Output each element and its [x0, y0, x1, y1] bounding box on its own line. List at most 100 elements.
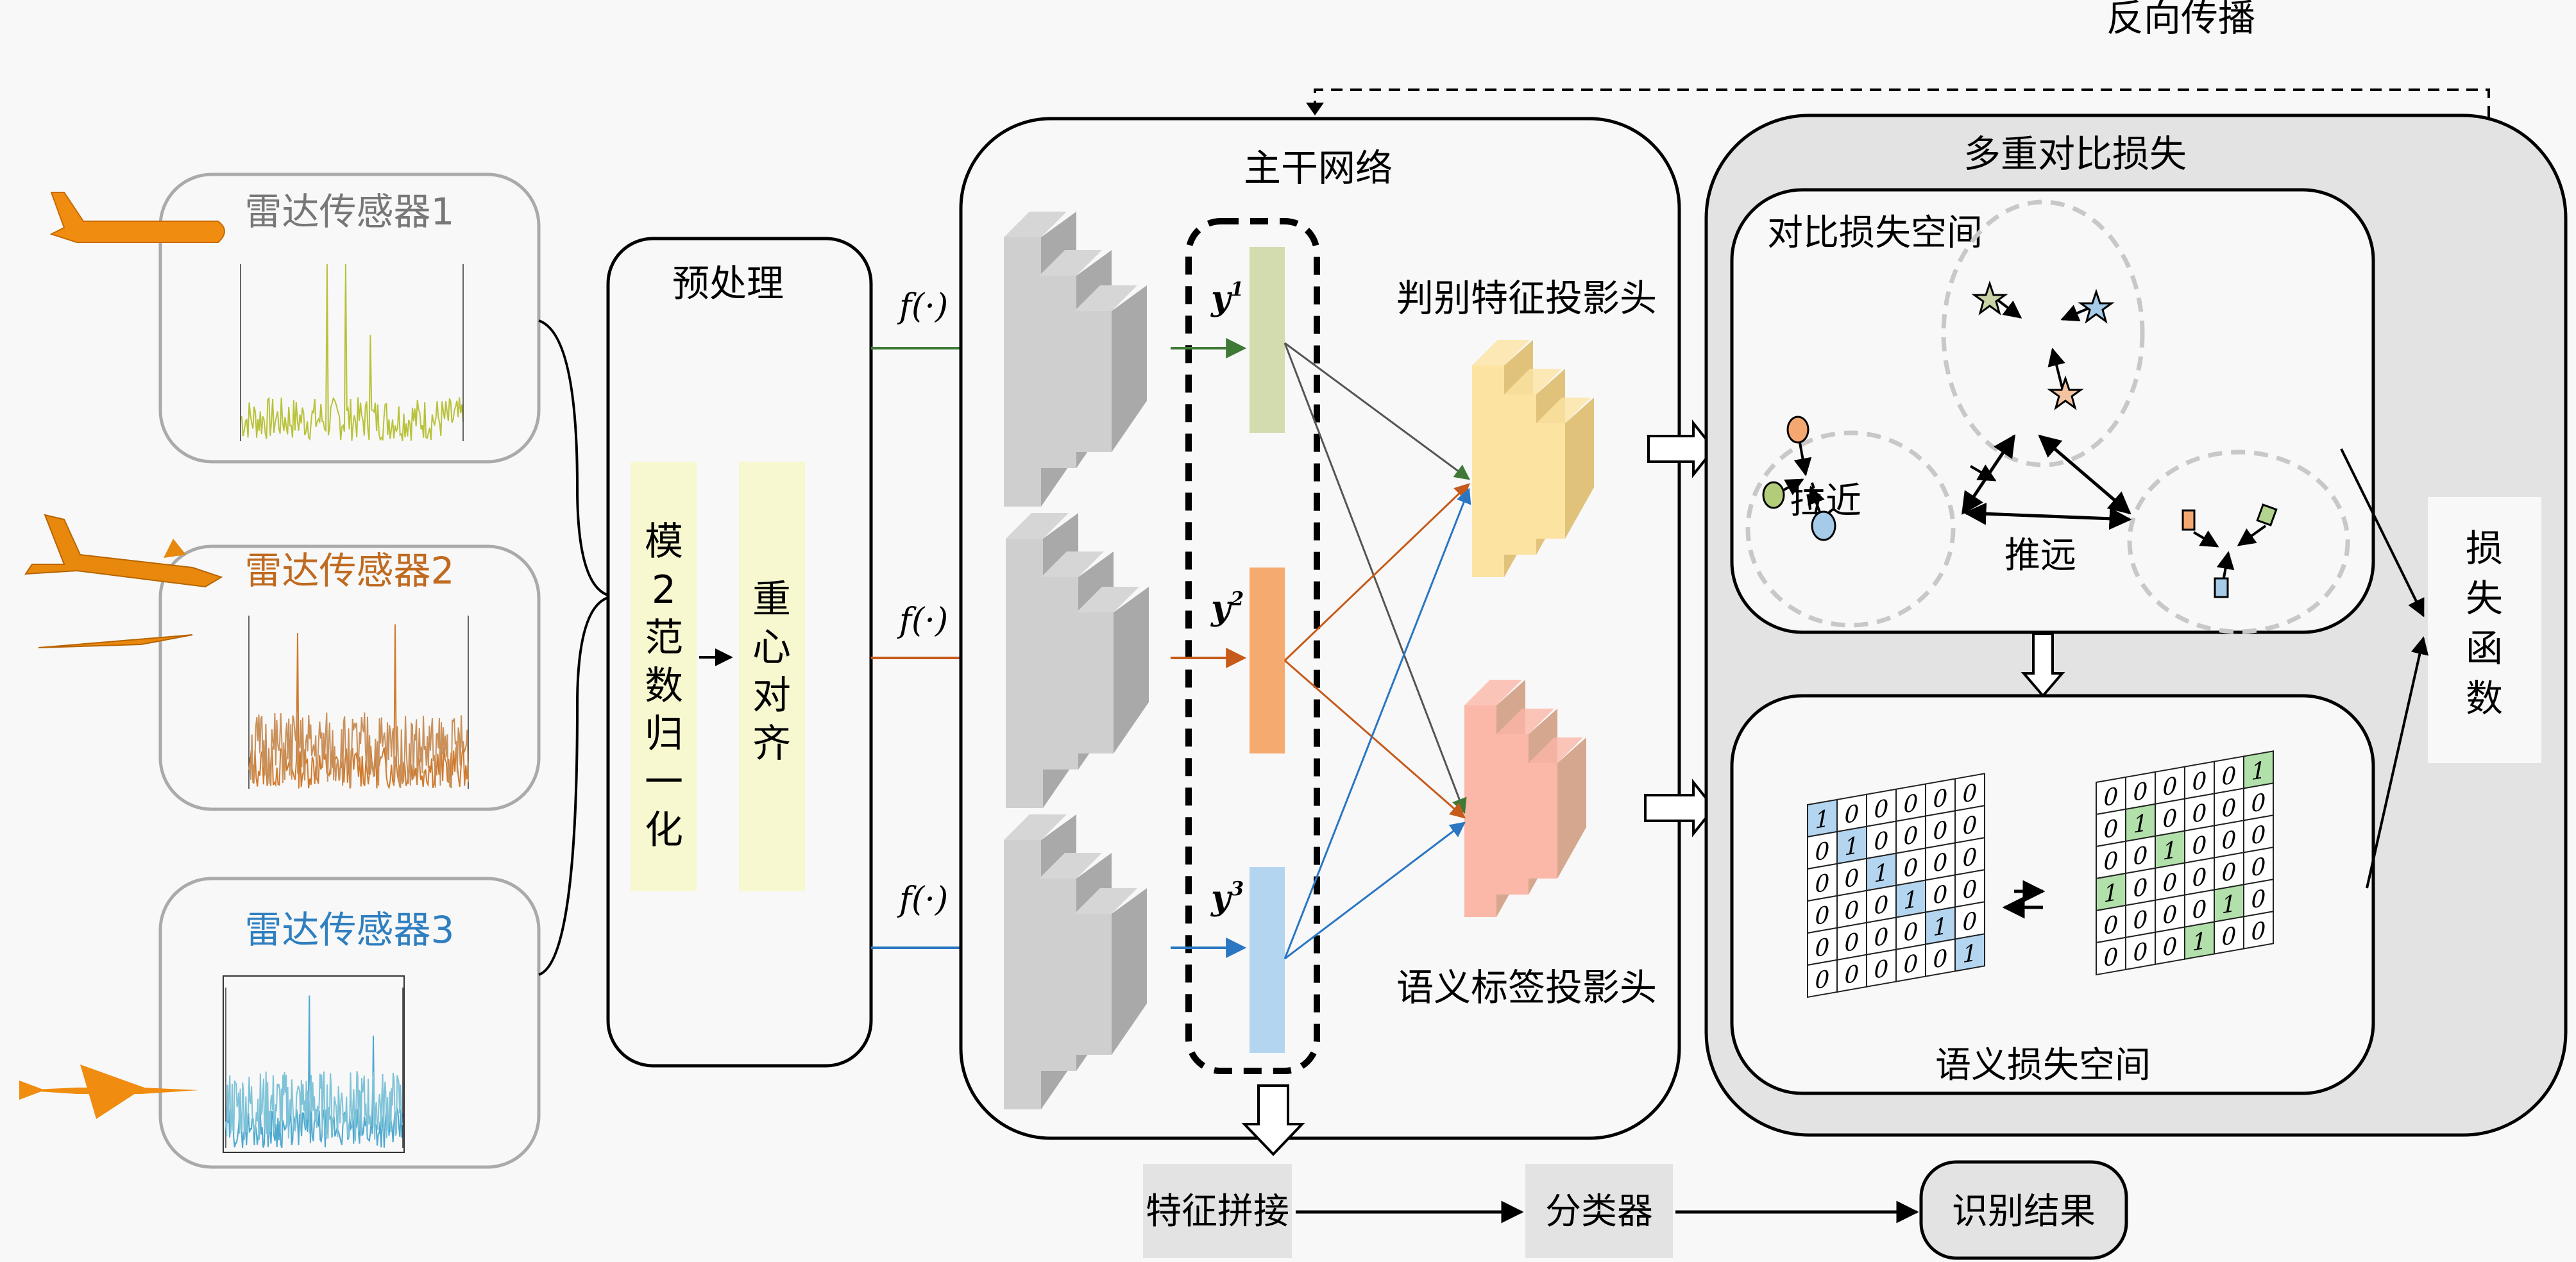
- matrix-value: 0: [1874, 890, 1889, 920]
- semantic-space-title: 语义损失空间: [1935, 1045, 2151, 1086]
- sensor-2-signal: [248, 616, 469, 790]
- matrix-value: 0: [2133, 841, 2148, 871]
- matrix-value: 0: [1874, 794, 1889, 824]
- matrix-value: 0: [1963, 875, 1978, 905]
- airplane-1-icon: [49, 192, 225, 243]
- connection-line: [1284, 342, 1467, 814]
- center-step-box: [739, 462, 805, 891]
- circle-blue-icon: [1811, 510, 1836, 541]
- matrix-value: 0: [1845, 799, 1860, 829]
- matrix-value: 0: [1904, 853, 1919, 883]
- semantic-head-label: 语义标签投影头: [1396, 966, 1657, 1009]
- classifier-box: [1525, 1164, 1673, 1258]
- matrix-value: 0: [2163, 932, 2178, 962]
- func-label-1: f(·): [897, 287, 948, 326]
- func-arrows: f(·) f(·) f(·): [871, 287, 1003, 958]
- square-blue-icon: [2214, 577, 2229, 598]
- connection-line: [1284, 487, 1471, 959]
- matrix-value: 0: [2104, 910, 2119, 940]
- matrix-value: 1: [1933, 912, 1948, 942]
- sensor-3-trace-dense: [225, 1071, 403, 1141]
- func-label-3: f(·): [897, 880, 948, 919]
- backprop-path: 反向传播: [1306, 0, 2490, 497]
- sensor-3: 雷达传感器3: [19, 877, 541, 1169]
- classifier-label: 分类器: [1545, 1191, 1653, 1233]
- sensor-2-label: 雷达传感器2: [245, 549, 455, 593]
- preprocess-title: 预处理: [672, 262, 784, 305]
- concat-label: 特征拼接: [1146, 1191, 1289, 1233]
- matrix-value: 0: [1874, 954, 1889, 984]
- matrix-value: 1: [2192, 927, 2207, 957]
- matrix-value: 0: [1963, 907, 1978, 937]
- matrix-value: 0: [2133, 937, 2148, 967]
- matrix-value: 0: [2222, 793, 2237, 823]
- projection-connections: [1284, 342, 1471, 960]
- matrix-cell: [1954, 933, 1985, 972]
- matrix-value: 0: [2104, 942, 2119, 972]
- matrix-value: 1: [2104, 878, 2119, 908]
- matrix-swap-arrows-icon: [2002, 880, 2046, 919]
- matrix-cell: [2243, 911, 2274, 950]
- matrix-value: 0: [1933, 784, 1948, 814]
- matrix-value: 0: [2104, 782, 2119, 812]
- matrix-value: 0: [2133, 777, 2148, 807]
- star-green-icon: [1971, 280, 2008, 316]
- sensor-2-trace-dense: [248, 712, 469, 789]
- head1-out-arrow-icon: [1647, 419, 1716, 478]
- norm-step-box: [631, 462, 697, 891]
- center-step-label: 重心对齐: [752, 577, 791, 766]
- discriminative-head: [1472, 340, 1594, 577]
- matrix-value: 0: [1904, 949, 1919, 979]
- matrix-value: 0: [2251, 852, 2266, 882]
- matrix-value: 0: [2192, 766, 2207, 796]
- feature-container: [1185, 218, 1320, 1074]
- loss-block: 多重对比损失 对比损失空间 拉近: [1704, 114, 2568, 1137]
- star-blue-icon: [2078, 289, 2115, 324]
- matrix-value: 0: [1933, 880, 1948, 910]
- matrix-value: 0: [1963, 843, 1978, 873]
- contrast-to-loss-arrow: [2340, 448, 2425, 618]
- matrix-value: 0: [1933, 848, 1948, 878]
- sensor-2: 雷达传感器2: [24, 514, 541, 811]
- backprop-label: 反向传播: [2106, 0, 2255, 40]
- matrix-value: 0: [2251, 884, 2266, 914]
- matrix-value: 1: [1904, 885, 1919, 915]
- star-orange-icon: [2047, 375, 2084, 410]
- matrix-value: 0: [1874, 922, 1889, 952]
- matrix-value: 1: [1845, 831, 1860, 861]
- sensor-3-signal: [225, 988, 403, 1148]
- contrast-space-title: 对比损失空间: [1767, 212, 1983, 254]
- feature-bar-3: [1250, 867, 1285, 1053]
- sig3-trace: [225, 995, 403, 1148]
- matrix-value: 1: [2251, 756, 2266, 786]
- sig1-trace: [240, 264, 464, 442]
- matrix-value: 1: [2163, 836, 2178, 866]
- cnn-stacks: [1004, 212, 1149, 1109]
- backbone-title: 主干网络: [1244, 146, 1393, 190]
- matrix-value: 0: [2163, 868, 2178, 898]
- contrast-clusters: 拉近 推远: [1745, 199, 2350, 634]
- matrix-value: 0: [1815, 932, 1830, 963]
- circle-orange-icon: [1786, 416, 1809, 444]
- sensor-group: 雷达传感器1 雷达传感器2 雷达传感器3: [19, 172, 616, 1169]
- matrix-value: 0: [2251, 788, 2266, 818]
- semantic-to-loss-arrow: [2366, 636, 2429, 889]
- airplane-2-icon: [24, 514, 223, 648]
- circle-green-icon: [1762, 481, 1785, 509]
- circle-cluster: [1762, 416, 1836, 541]
- concat-box: [1143, 1164, 1292, 1258]
- func-label-2: f(·): [897, 602, 948, 640]
- matrix-value: 0: [2222, 921, 2237, 952]
- connection-line: [1284, 821, 1466, 960]
- matrix-value: 0: [1963, 778, 1978, 809]
- matrix-value: 1: [1815, 804, 1830, 834]
- matrix-value: 0: [1933, 816, 1948, 846]
- matrix-value: 0: [1815, 900, 1830, 930]
- star-cluster: [1971, 280, 2115, 410]
- airplane-3-icon: [19, 1064, 199, 1119]
- square-cluster: [1969, 464, 2278, 598]
- matrix-value: 0: [1874, 826, 1889, 856]
- discriminative-head-label: 判别特征投影头: [1396, 276, 1657, 320]
- matrix-value: 0: [2222, 857, 2237, 888]
